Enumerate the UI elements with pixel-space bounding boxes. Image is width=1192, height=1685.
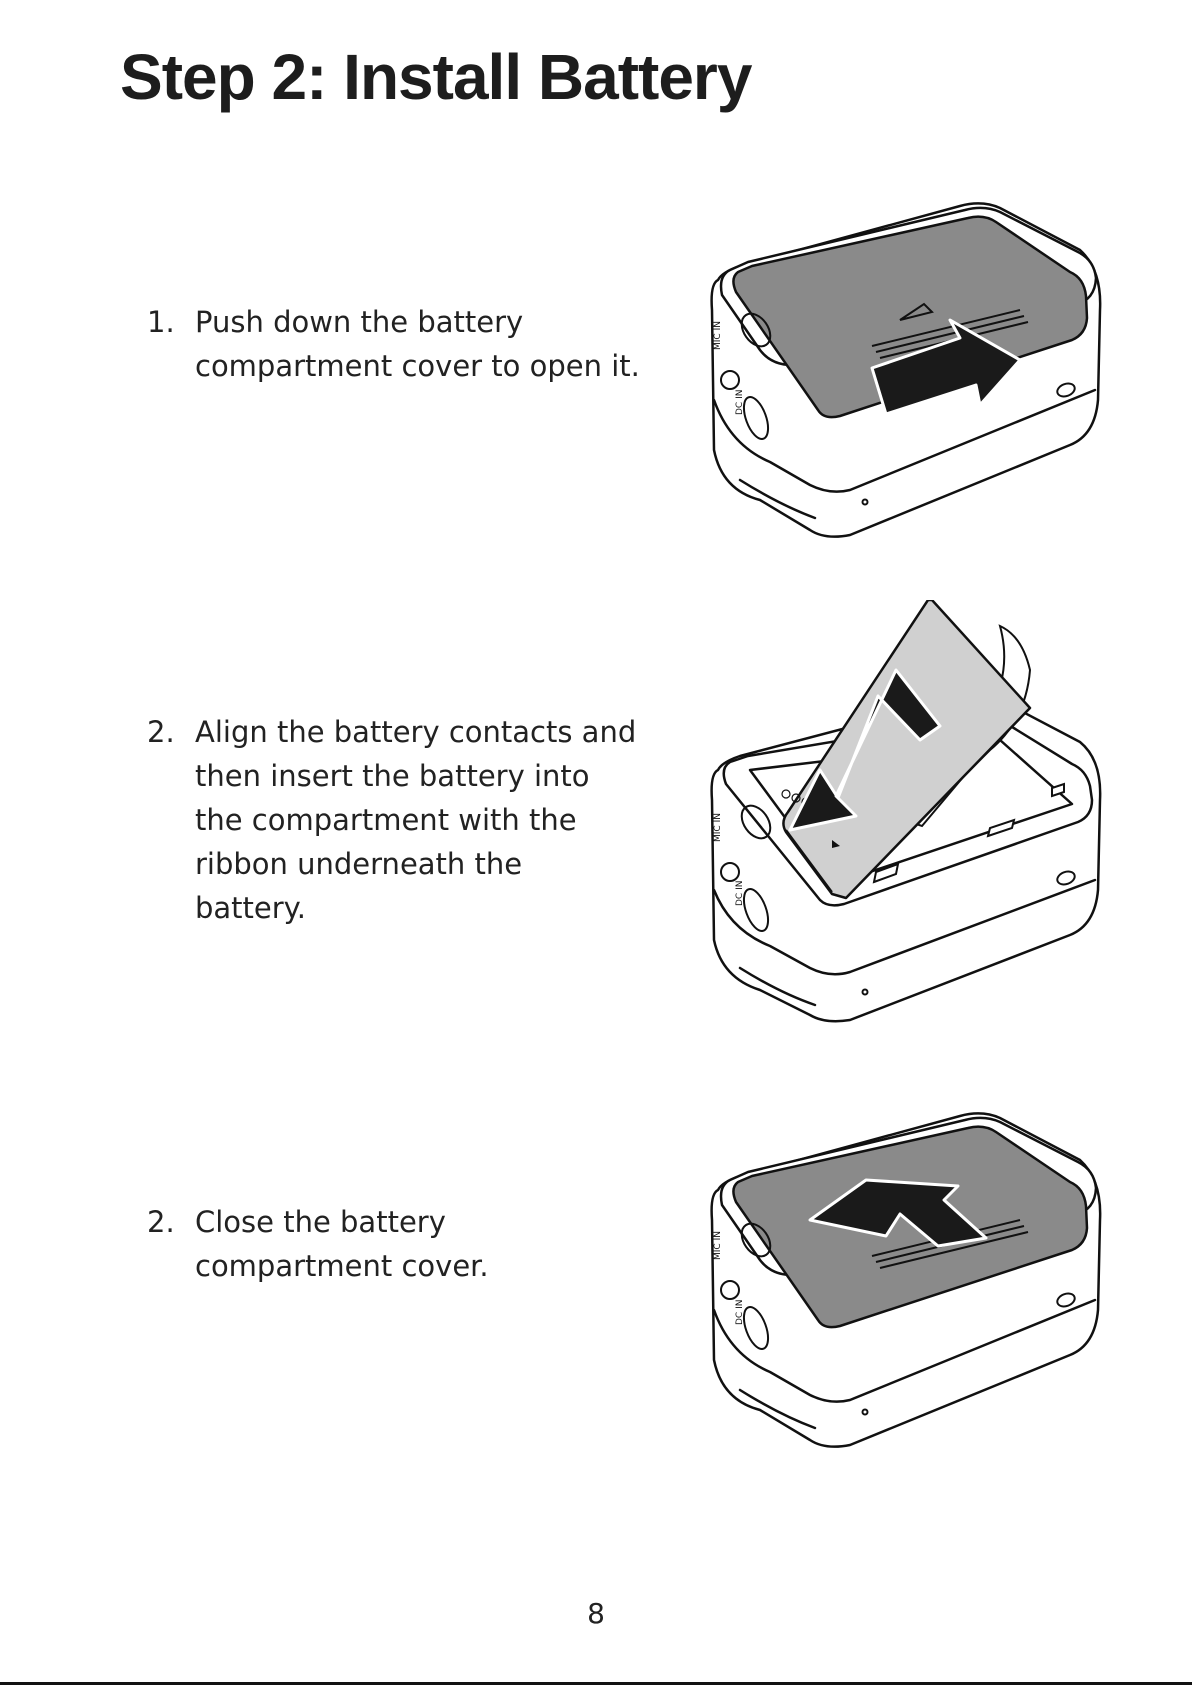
close-cover-illustration: MIC IN DC IN [700,1110,1120,1455]
mic-in-label: MIC IN [713,321,723,350]
step-text-line: Push down the battery [195,300,647,344]
step-3: 2. Close the battery compartment cover. [147,1200,647,1288]
step-text-line: then insert the battery into [195,754,647,798]
step-text-line: Align the battery contacts and [195,710,647,754]
dc-in-label: DC IN [735,390,745,415]
page-number: 8 [0,1597,1192,1630]
step-text-line: the compartment with the [195,798,647,842]
step-text-line: ribbon underneath the [195,842,647,886]
step-text-line: Close the battery [195,1200,647,1244]
page-title: Step 2: Install Battery [120,42,751,112]
step-1: 1. Push down the battery compartment cov… [147,300,647,388]
step-number: 1. [147,300,175,344]
insert-battery-illustration: MIC IN DC IN [700,600,1120,1030]
mic-in-label: MIC IN [713,1231,723,1260]
step-2: 2. Align the battery contacts and then i… [147,710,647,930]
mic-in-label: MIC IN [713,813,723,842]
dc-in-label: DC IN [735,1300,745,1325]
step-text-line: compartment cover to open it. [195,344,647,388]
step-text-line: compartment cover. [195,1244,647,1288]
step-number: 2. [147,710,175,754]
dc-in-label: DC IN [735,881,745,906]
step-number: 2. [147,1200,175,1244]
step-text-line: battery. [195,886,647,930]
open-cover-illustration: MIC IN DC IN [700,200,1120,545]
